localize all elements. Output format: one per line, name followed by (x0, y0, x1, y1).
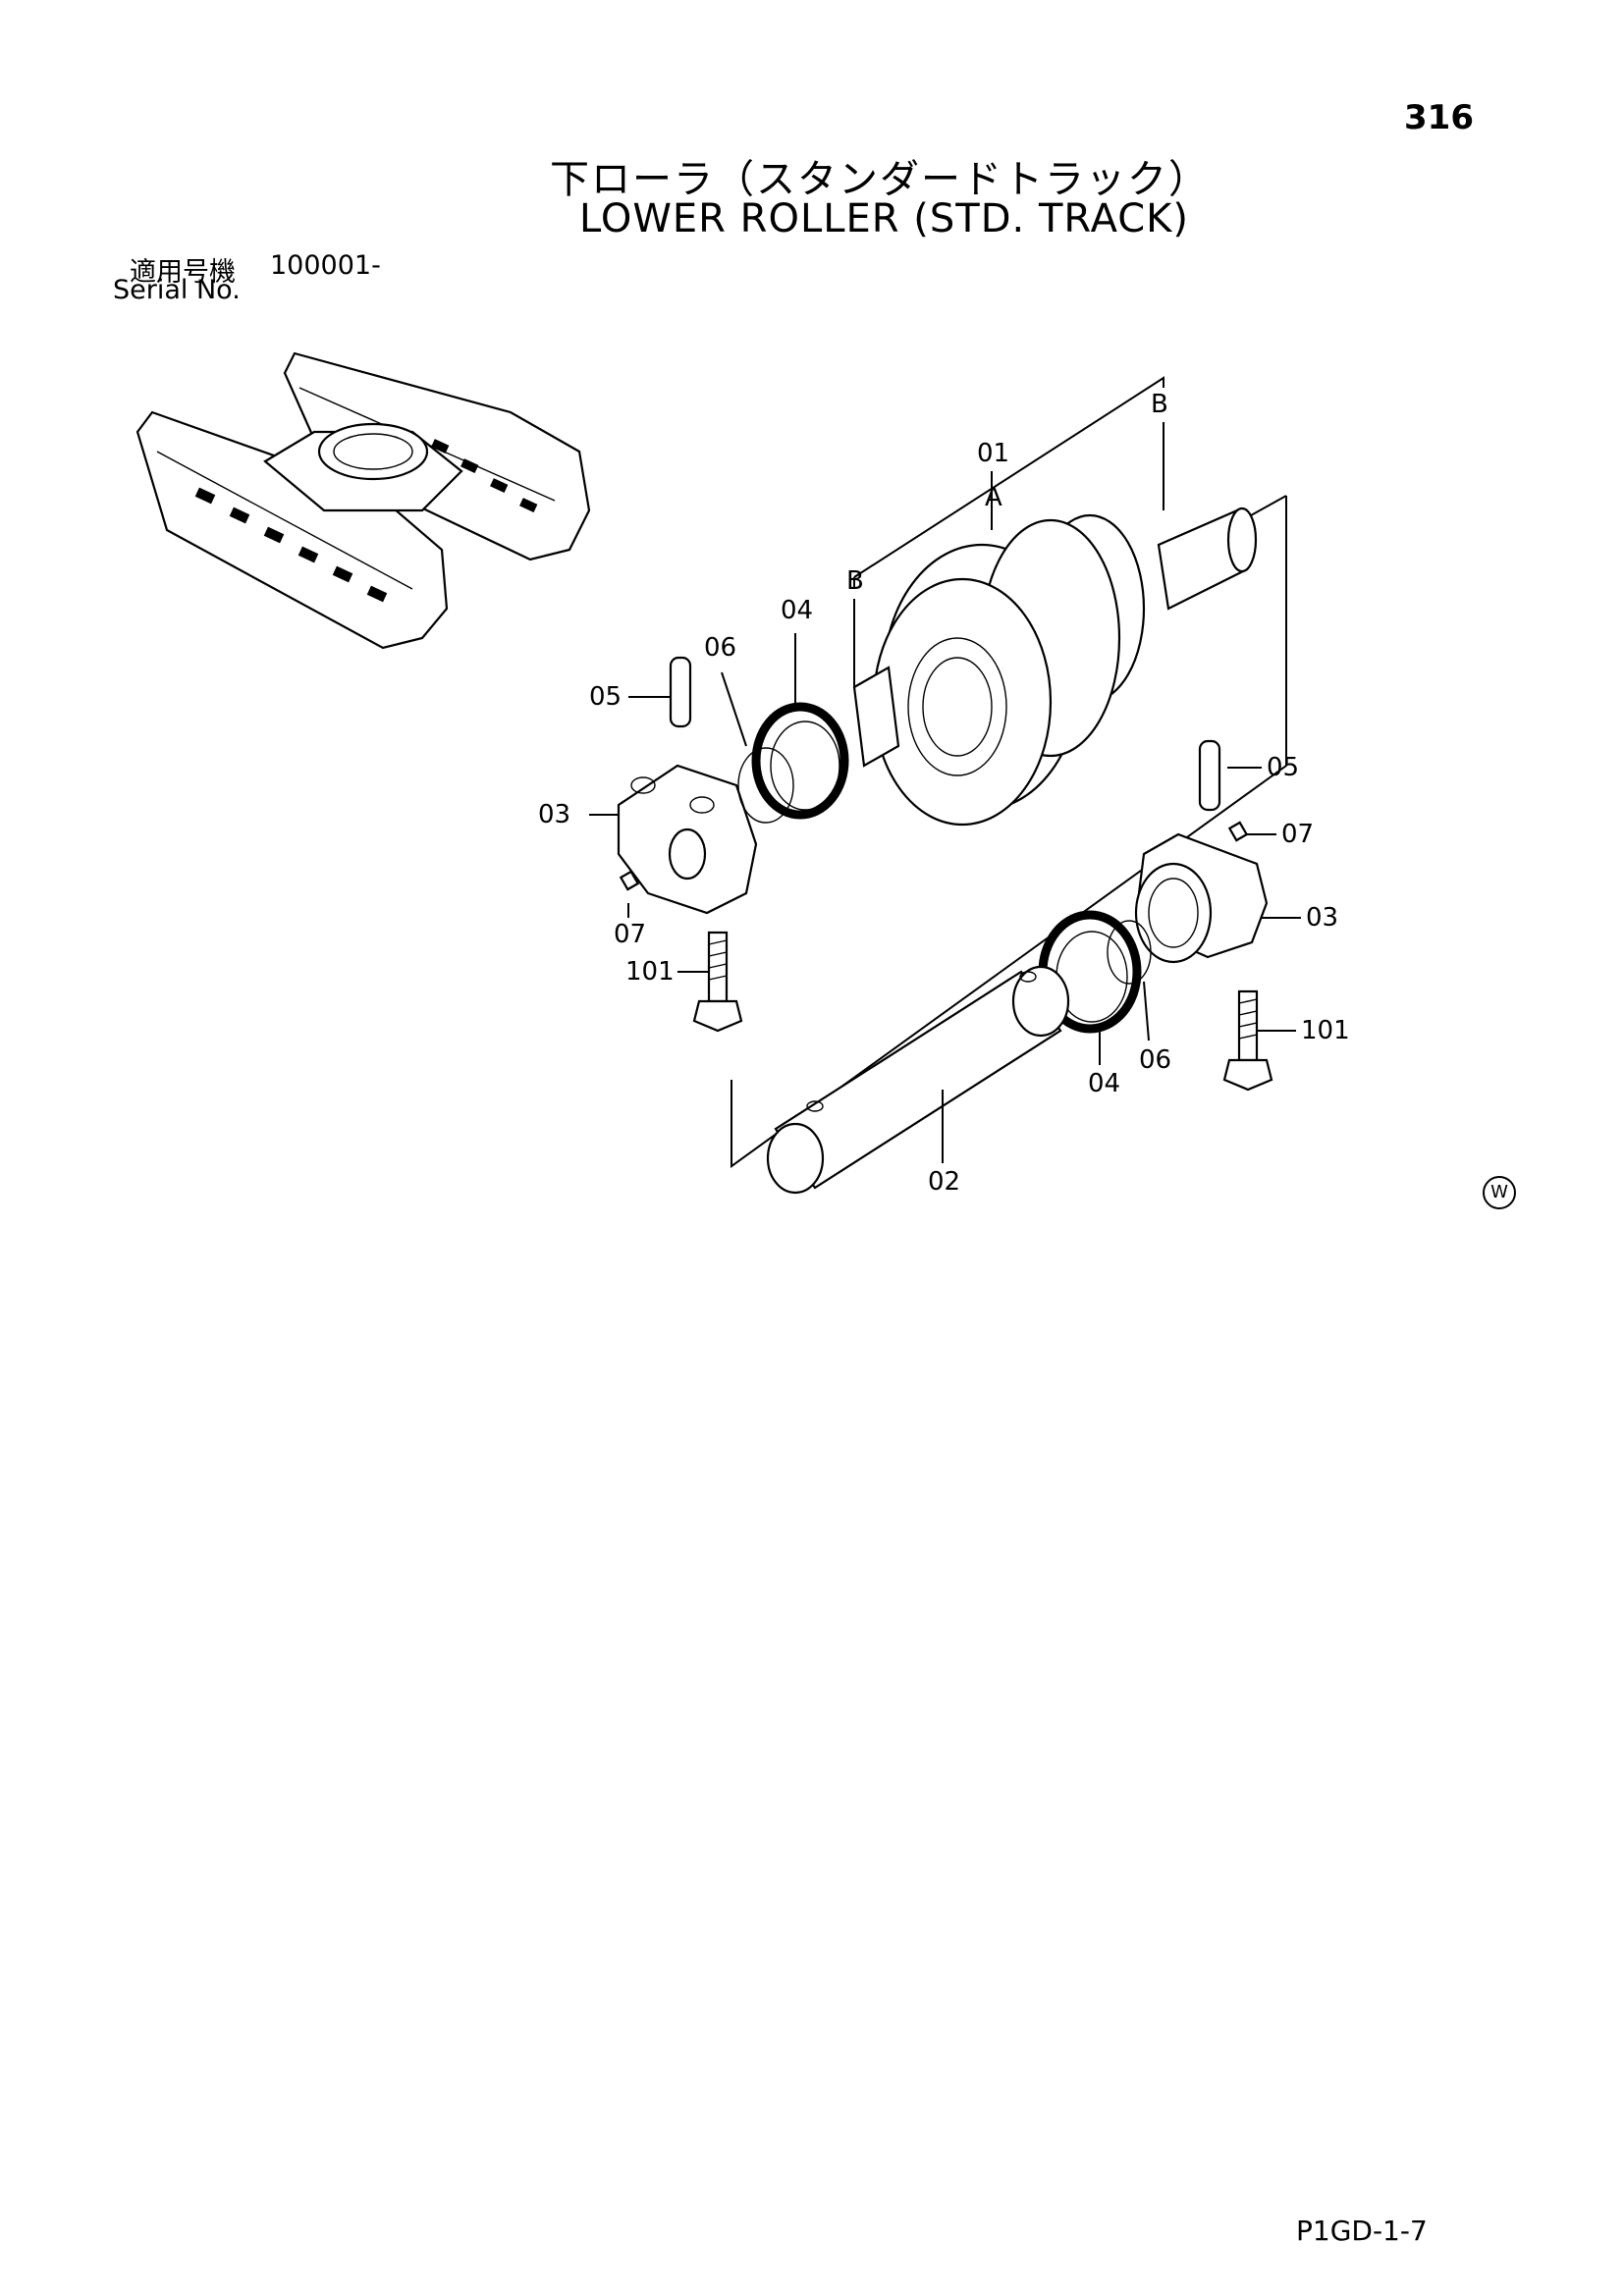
title-english: LOWER ROLLER (STD. TRACK) (579, 196, 1189, 241)
serial-label-japanese: 適用号機 (130, 257, 236, 288)
callout-03-right: 03 (1306, 903, 1338, 933)
page-number: 316 (1404, 98, 1474, 137)
callout-02: 02 (928, 1167, 960, 1197)
left-collar (617, 764, 758, 915)
leader-lines (589, 422, 1301, 1163)
left-hardware (619, 656, 743, 1033)
lower-roller-body (852, 507, 1258, 827)
callout-B-right: B (1151, 390, 1168, 419)
title-japanese: 下ローラ（スタンダードトラック） (550, 157, 1210, 202)
callout-04-left: 04 (781, 596, 813, 625)
callout-06-right: 06 (1139, 1045, 1171, 1075)
w-mark: W (1483, 1176, 1516, 1209)
callout-06-left: 06 (704, 633, 736, 663)
right-hardware (1198, 739, 1273, 1092)
serial-label-english: Serial No. (113, 275, 241, 305)
callout-101-left: 101 (625, 957, 675, 987)
callout-B-left: B (846, 566, 864, 596)
left-seal-set (737, 702, 849, 824)
callout-01: 01 (977, 439, 1009, 468)
callout-05-left: 05 (589, 682, 622, 712)
callout-04-right: 04 (1088, 1069, 1120, 1098)
callout-03-left: 03 (538, 800, 570, 829)
callout-07-right: 07 (1281, 820, 1314, 849)
roller-shaft (766, 965, 1070, 1195)
serial-value: 100001- (270, 250, 381, 281)
callout-05-right: 05 (1267, 753, 1299, 782)
callout-A: A (985, 483, 1002, 512)
undercarriage-overview-illustration (135, 351, 591, 650)
callout-101-right: 101 (1301, 1016, 1350, 1045)
right-collar (1134, 832, 1269, 964)
callout-07-left: 07 (614, 920, 646, 949)
footer-code: P1GD-1-7 (1296, 2215, 1428, 2247)
